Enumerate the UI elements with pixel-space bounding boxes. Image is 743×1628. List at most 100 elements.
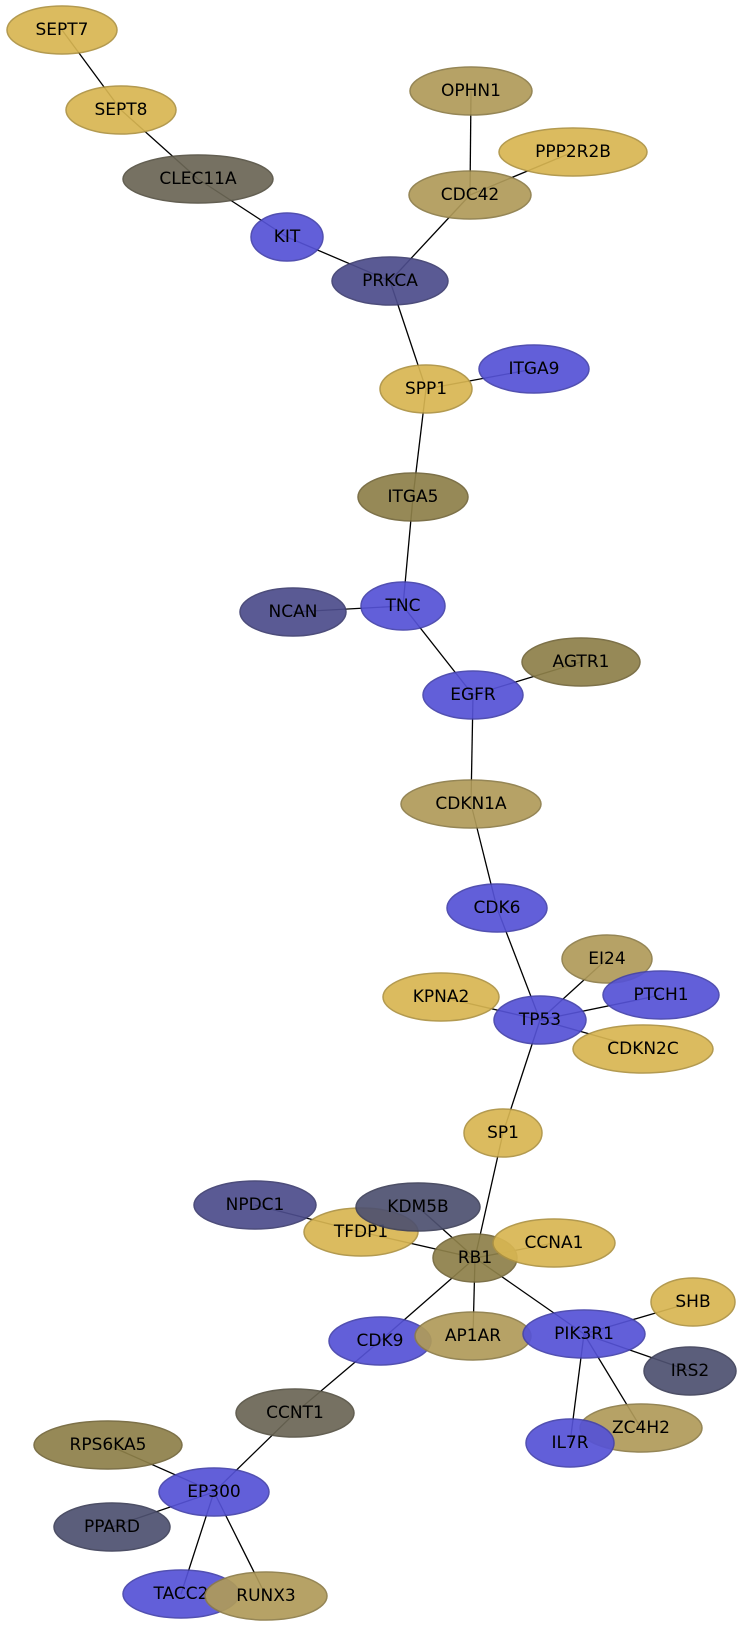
node-itga9[interactable]: ITGA9 (478, 344, 590, 394)
node-kpna2[interactable]: KPNA2 (382, 972, 500, 1022)
node-label: CCNT1 (266, 1403, 324, 1423)
node-ophn1[interactable]: OPHN1 (409, 66, 533, 116)
node-sp1[interactable]: SP1 (463, 1108, 543, 1158)
node-shape (521, 637, 641, 687)
node-label: CDKN2C (607, 1039, 679, 1059)
node-shape (400, 779, 542, 829)
node-shape (65, 85, 177, 135)
node-label: KDM5B (387, 1197, 448, 1217)
node-label: CLEC11A (159, 169, 237, 189)
node-shape (602, 970, 720, 1020)
node-rps6ka5[interactable]: RPS6KA5 (33, 1420, 183, 1470)
node-clec11a[interactable]: CLEC11A (122, 154, 274, 204)
node-spp1[interactable]: SPP1 (379, 364, 473, 414)
node-label: PTCH1 (633, 985, 688, 1005)
node-label: EGFR (450, 685, 496, 705)
node-prkca[interactable]: PRKCA (331, 256, 449, 306)
node-shape (409, 66, 533, 116)
node-label: PRKCA (362, 271, 418, 291)
node-shape (522, 1309, 646, 1359)
node-shape (379, 364, 473, 414)
node-label: RPS6KA5 (70, 1435, 147, 1455)
node-ccna1[interactable]: CCNA1 (492, 1218, 616, 1268)
node-irs2[interactable]: IRS2 (643, 1346, 737, 1396)
node-runx3[interactable]: RUNX3 (204, 1571, 328, 1621)
node-label: CDK9 (357, 1331, 404, 1351)
node-ppp2r2b[interactable]: PPP2R2B (498, 127, 648, 177)
node-label: CDC42 (441, 185, 499, 205)
node-shape (492, 1218, 616, 1268)
node-ep300[interactable]: EP300 (158, 1467, 270, 1517)
node-cdc42[interactable]: CDC42 (408, 170, 532, 220)
node-ppard[interactable]: PPARD (53, 1502, 171, 1552)
node-shb[interactable]: SHB (650, 1277, 736, 1327)
node-shape (193, 1180, 317, 1230)
node-pik3r1[interactable]: PIK3R1 (522, 1309, 646, 1359)
node-shape (422, 670, 524, 720)
node-shape (122, 154, 274, 204)
node-shape (446, 883, 548, 933)
node-shape (250, 212, 324, 262)
node-label: TACC2 (153, 1584, 209, 1604)
node-agtr1[interactable]: AGTR1 (521, 637, 641, 687)
node-kdm5b[interactable]: KDM5B (355, 1182, 481, 1232)
node-cdkn1a[interactable]: CDKN1A (400, 779, 542, 829)
node-shape (355, 1182, 481, 1232)
node-tp53[interactable]: TP53 (493, 995, 587, 1045)
node-label: ITGA9 (508, 359, 559, 379)
node-label: PIK3R1 (554, 1324, 614, 1344)
node-shape (572, 1024, 714, 1074)
node-kit[interactable]: KIT (250, 212, 324, 262)
node-shape (498, 127, 648, 177)
node-ncan[interactable]: NCAN (239, 587, 347, 637)
node-label: KIT (274, 227, 301, 247)
node-egfr[interactable]: EGFR (422, 670, 524, 720)
node-shape (561, 934, 653, 984)
node-label: NPDC1 (226, 1195, 285, 1215)
node-label: EI24 (588, 949, 625, 969)
node-npdc1[interactable]: NPDC1 (193, 1180, 317, 1230)
node-label: SEPT8 (95, 100, 148, 120)
node-cdk6[interactable]: CDK6 (446, 883, 548, 933)
node-label: TP53 (518, 1010, 561, 1030)
node-label: AGTR1 (553, 652, 610, 672)
node-cdk9[interactable]: CDK9 (328, 1316, 432, 1366)
node-shape (331, 256, 449, 306)
node-shape (493, 995, 587, 1045)
node-label: PPARD (84, 1517, 140, 1537)
node-shape (357, 472, 469, 522)
node-shape (463, 1108, 543, 1158)
node-ccnt1[interactable]: CCNT1 (235, 1388, 355, 1438)
node-label: SP1 (487, 1123, 519, 1143)
node-il7r[interactable]: IL7R (525, 1418, 615, 1468)
node-ptch1[interactable]: PTCH1 (602, 970, 720, 1020)
node-cdkn2c[interactable]: CDKN2C (572, 1024, 714, 1074)
node-sept7[interactable]: SEPT7 (6, 5, 118, 55)
node-shape (235, 1388, 355, 1438)
node-label: PPP2R2B (535, 142, 611, 162)
node-label: AP1AR (445, 1326, 501, 1346)
node-shape (525, 1418, 615, 1468)
node-shape (158, 1467, 270, 1517)
node-shape (33, 1420, 183, 1470)
node-label: IRS2 (671, 1361, 709, 1381)
node-shape (6, 5, 118, 55)
node-label: OPHN1 (441, 81, 501, 101)
node-ap1ar[interactable]: AP1AR (414, 1311, 532, 1361)
node-label: SPP1 (405, 379, 447, 399)
node-itga5[interactable]: ITGA5 (357, 472, 469, 522)
node-label: CDKN1A (435, 794, 507, 814)
node-label: TNC (385, 596, 421, 616)
node-label: RUNX3 (236, 1586, 295, 1606)
node-label: NCAN (269, 602, 318, 622)
node-shape (53, 1502, 171, 1552)
node-label: KPNA2 (413, 987, 470, 1007)
node-label: TFDP1 (333, 1222, 388, 1242)
node-tnc[interactable]: TNC (360, 581, 446, 631)
node-shape (478, 344, 590, 394)
node-ei24[interactable]: EI24 (561, 934, 653, 984)
node-shape (382, 972, 500, 1022)
node-sept8[interactable]: SEPT8 (65, 85, 177, 135)
